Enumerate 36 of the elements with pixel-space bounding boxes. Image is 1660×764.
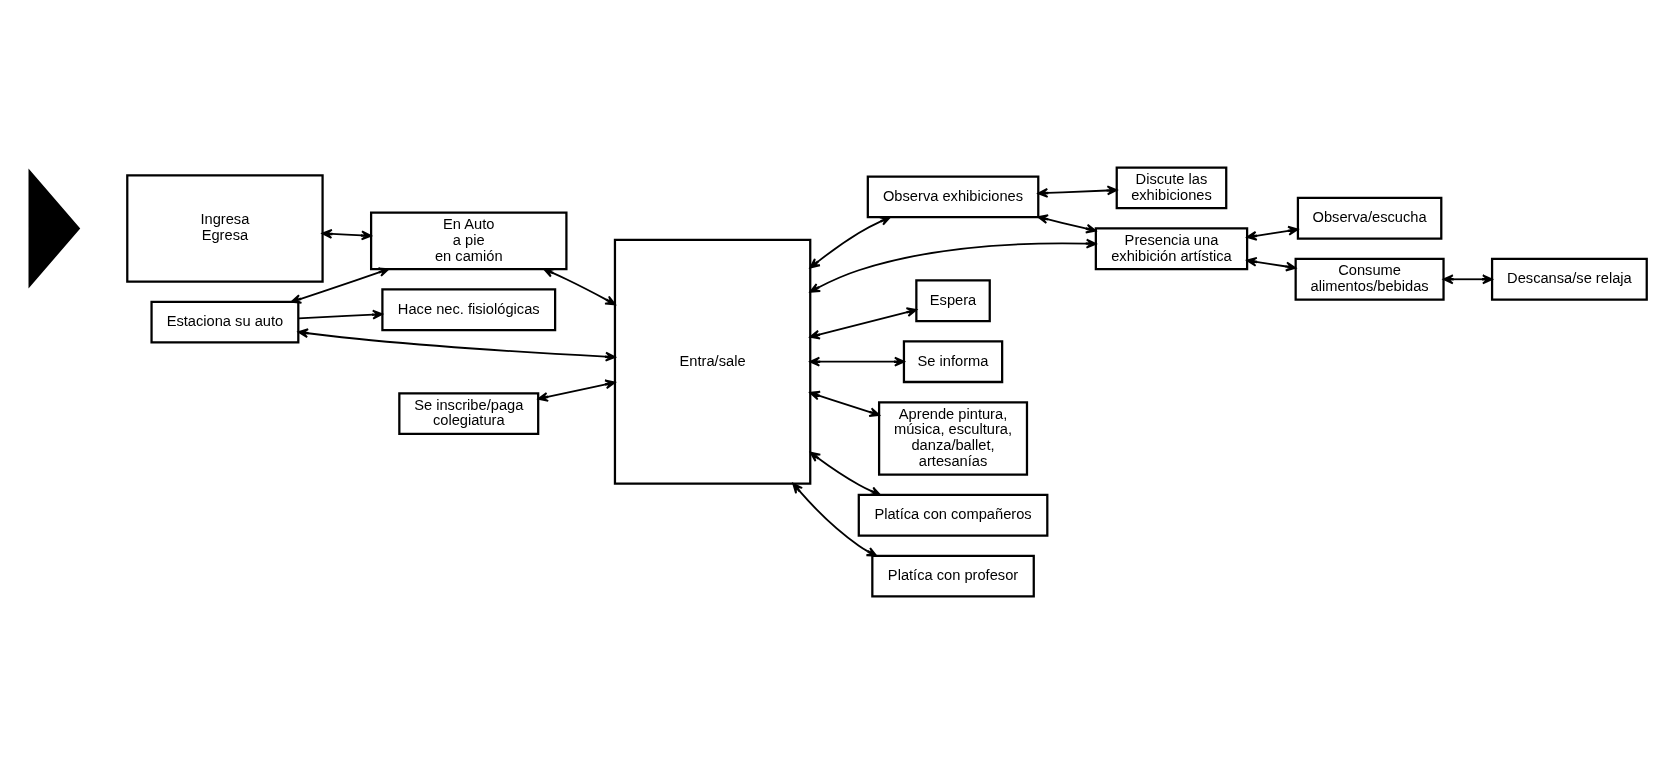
node-box: Se informa	[902, 340, 1004, 384]
arrow	[809, 216, 891, 269]
node-box: Descansa/se relaja	[1490, 257, 1648, 301]
node-box: Espera	[915, 279, 991, 323]
node-box: Hace nec. fisiológicas	[381, 288, 557, 332]
arrow	[809, 356, 905, 367]
node-box: Platíca con compañeros	[857, 493, 1049, 537]
node-box: Aprende pintura, música, escultura, danza/ballet, artesanías	[878, 401, 1029, 476]
arrow	[809, 307, 918, 340]
node-box: En Auto a pie en camión	[370, 211, 568, 271]
node-box: Observa exhibiciones	[866, 175, 1040, 219]
arrow	[297, 328, 616, 362]
arrow	[1246, 225, 1299, 241]
arrow	[809, 390, 880, 417]
arrow	[543, 268, 616, 306]
arrow	[290, 267, 390, 304]
node-box: Ingresa Egresa	[126, 174, 324, 283]
node-box: Entra/sale	[613, 238, 812, 485]
node-box: Se inscribe/paga colegiatura	[398, 392, 540, 436]
node-box: Discute las exhibiciones	[1115, 166, 1228, 210]
arrow	[1442, 274, 1493, 285]
node-box: Consume alimentos/bebidas	[1294, 257, 1445, 301]
arrow	[1037, 185, 1118, 198]
arrow	[537, 379, 616, 402]
arrow	[297, 309, 383, 320]
node-box: Observa/escucha	[1296, 196, 1443, 240]
node-box: Estaciona su auto	[150, 300, 300, 344]
arrow	[792, 482, 878, 557]
arrow	[809, 451, 881, 496]
arrow	[321, 228, 372, 241]
arrow	[1246, 256, 1297, 272]
arrow	[809, 238, 1097, 293]
node-box: Presencia una exhibición artística	[1094, 227, 1249, 271]
node-triangle	[28, 168, 81, 289]
arrow	[1037, 214, 1097, 234]
node-box: Platíca con profesor	[871, 554, 1035, 598]
